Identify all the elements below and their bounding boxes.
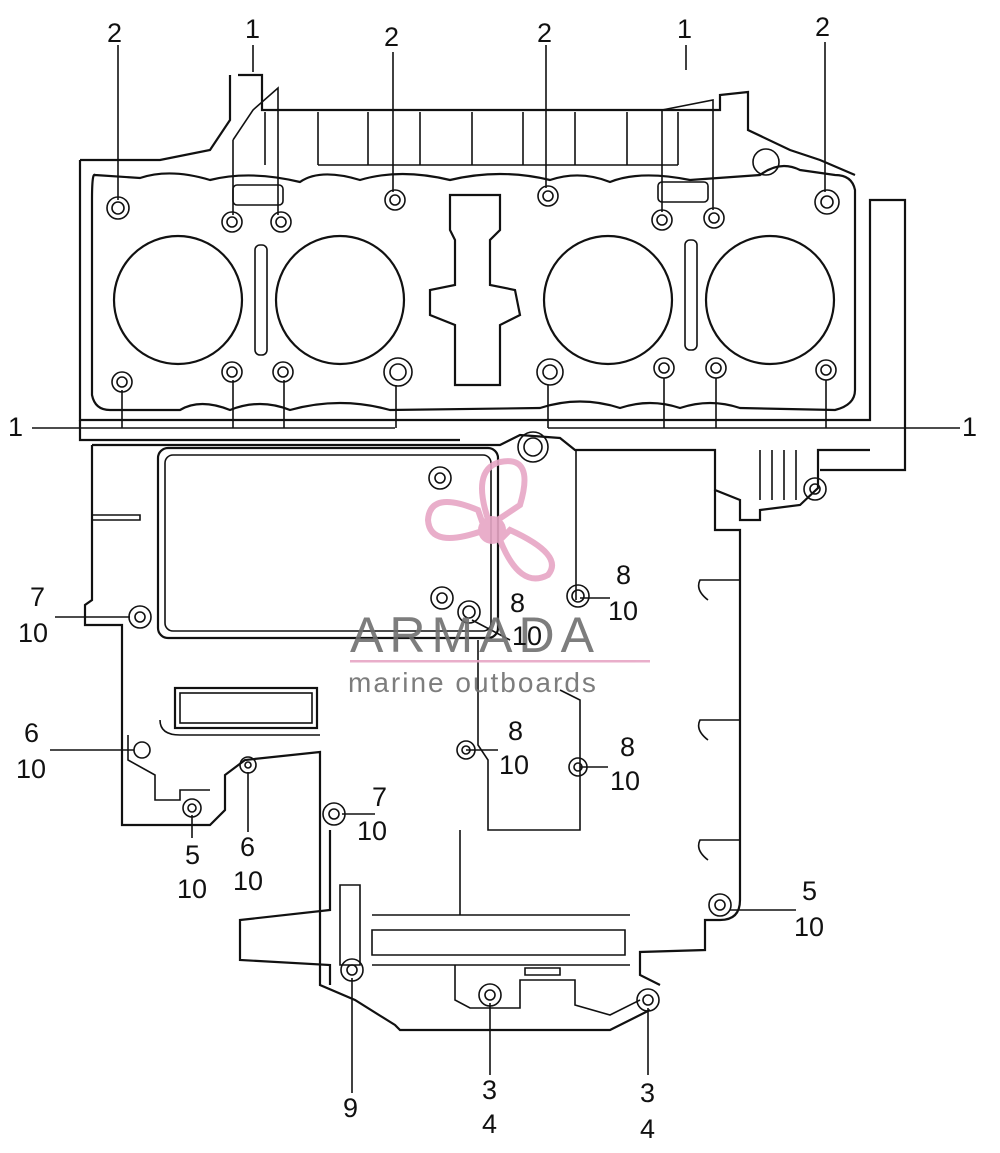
callout-labels: 2 1 2 2 1 2 1 1 7 10 6 10 5 10 6 10 7 10… [8, 12, 977, 1144]
callout-6-mid-top: 6 [240, 832, 255, 862]
watermark-brand: ARMADA [350, 607, 600, 663]
callout-6-mid-bottom: 10 [233, 866, 263, 896]
callout-8-right-top-b: 10 [608, 596, 638, 626]
callout-8-lower-b: 10 [499, 750, 529, 780]
callout-top-1: 2 [107, 18, 122, 48]
callout-side-right: 1 [962, 412, 977, 442]
callout-9: 9 [343, 1093, 358, 1123]
propeller-logo-icon [424, 458, 555, 582]
callout-7-left-bottom: 10 [18, 618, 48, 648]
callout-3-right-top: 3 [640, 1078, 655, 1108]
callout-top-3: 2 [384, 22, 399, 52]
callout-top-6: 2 [815, 12, 830, 42]
cylinder-block [78, 73, 907, 472]
callout-3-center-top: 3 [482, 1075, 497, 1105]
callout-6-left-top: 6 [24, 718, 39, 748]
callout-5-right-top: 5 [802, 876, 817, 906]
callout-5-left-top: 5 [185, 840, 200, 870]
callout-5-right-bottom: 10 [794, 912, 824, 942]
callout-top-4: 2 [537, 18, 552, 48]
callout-8-lower-right-b: 10 [610, 766, 640, 796]
callout-top-2: 1 [245, 14, 260, 44]
callout-3-center-bottom: 4 [482, 1109, 497, 1139]
watermark-tagline: marine outboards [348, 667, 598, 698]
callout-leaders [32, 42, 960, 1093]
watermark-rule [350, 660, 650, 663]
callout-8-center-a: 8 [510, 588, 525, 618]
callout-3-right-bottom: 4 [640, 1114, 655, 1144]
callout-7-mid-bottom: 10 [357, 816, 387, 846]
callout-8-center-b: 10 [512, 621, 542, 651]
callout-8-lower-right-a: 8 [620, 732, 635, 762]
callout-7-left-top: 7 [30, 582, 45, 612]
callout-5-left-bottom: 10 [177, 874, 207, 904]
callout-7-mid-top: 7 [372, 782, 387, 812]
callout-8-lower-a: 8 [508, 716, 523, 746]
callout-6-left-bottom: 10 [16, 754, 46, 784]
callout-side-left: 1 [8, 412, 23, 442]
callout-top-5: 1 [677, 14, 692, 44]
callout-8-right-top-a: 8 [616, 560, 631, 590]
lower-crankcase [83, 431, 870, 1032]
armada-watermark: ARMADA marine outboards [348, 458, 650, 698]
